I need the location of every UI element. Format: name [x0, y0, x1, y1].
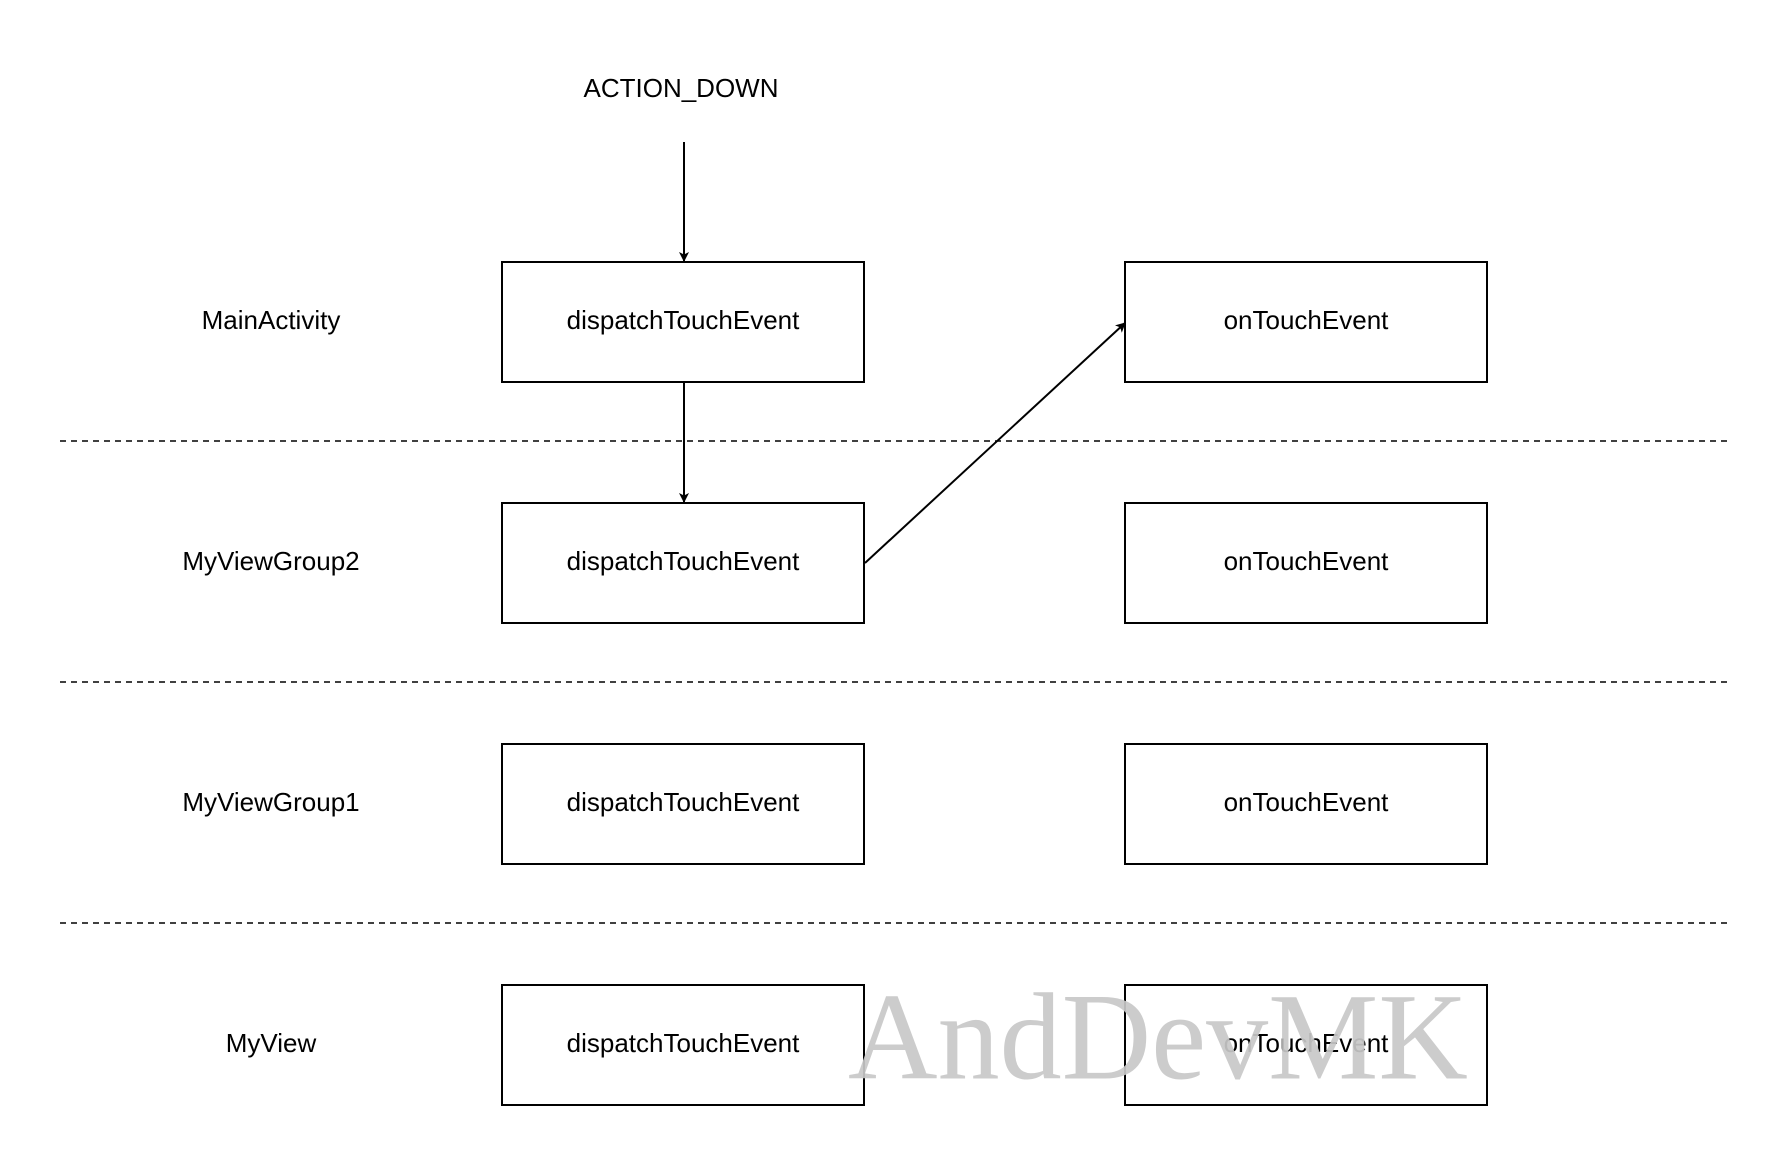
arrow-my-view-group2-dispatch-to-main-activity-on-touch [864, 322, 1126, 564]
box-label: dispatchTouchEvent [567, 546, 800, 576]
box-label: dispatchTouchEvent [567, 305, 800, 335]
box-label: onTouchEvent [1224, 1028, 1390, 1058]
layer-main-activity: MainActivity dispatchTouchEvent onTouchE… [202, 261, 1488, 383]
layer-label-my-view: MyView [226, 1028, 317, 1058]
main-activity-dispatch-touch-event-box: dispatchTouchEvent [501, 261, 865, 383]
layer-my-view-group1: MyViewGroup1 dispatchTouchEvent onTouchE… [182, 743, 1488, 865]
box-label: onTouchEvent [1224, 546, 1390, 576]
layer-label-my-view-group2: MyViewGroup2 [182, 546, 359, 576]
watermark-text: AndDevMK [848, 968, 1468, 1105]
box-label: onTouchEvent [1224, 305, 1390, 335]
my-view-group1-dispatch-touch-event-box: dispatchTouchEvent [501, 743, 865, 865]
event-label: ACTION_DOWN [584, 73, 779, 103]
layer-label-main-activity: MainActivity [202, 305, 341, 335]
my-view-group2-dispatch-touch-event-box: dispatchTouchEvent [501, 502, 865, 624]
box-label: dispatchTouchEvent [567, 787, 800, 817]
box-label: onTouchEvent [1224, 787, 1390, 817]
my-view-on-touch-event-box: onTouchEvent [1124, 984, 1488, 1106]
box-label: dispatchTouchEvent [567, 1028, 800, 1058]
my-view-dispatch-touch-event-box: dispatchTouchEvent [501, 984, 865, 1106]
main-activity-on-touch-event-box: onTouchEvent [1124, 261, 1488, 383]
layer-my-view: MyView dispatchTouchEvent onTouchEvent [226, 984, 1488, 1106]
layer-label-my-view-group1: MyViewGroup1 [182, 787, 359, 817]
my-view-group2-on-touch-event-box: onTouchEvent [1124, 502, 1488, 624]
layer-my-view-group2: MyViewGroup2 dispatchTouchEvent onTouchE… [182, 502, 1488, 624]
my-view-group1-on-touch-event-box: onTouchEvent [1124, 743, 1488, 865]
